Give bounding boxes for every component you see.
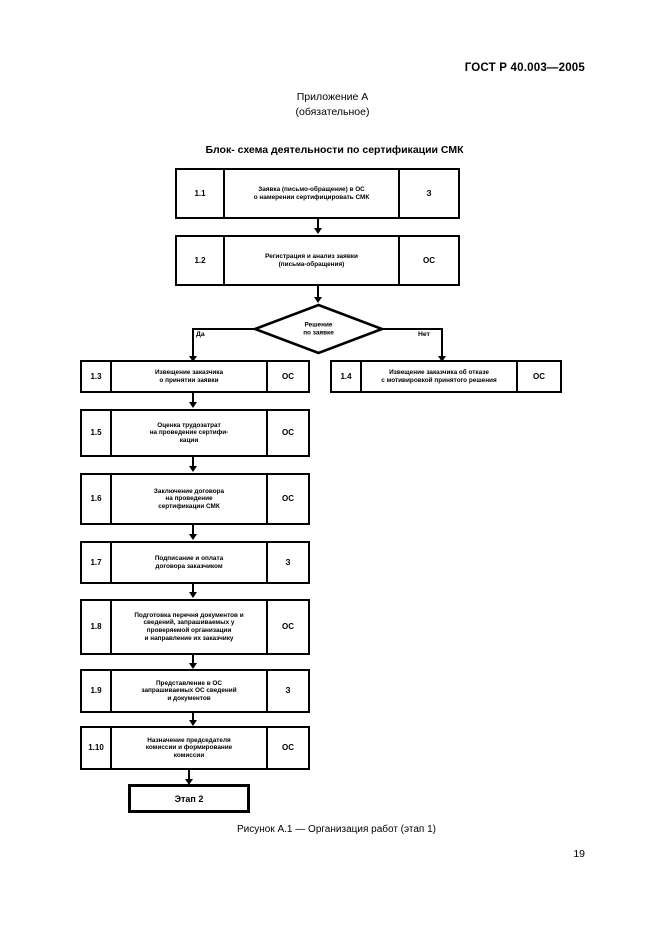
connector-1-9-to-1-10 xyxy=(192,713,194,723)
step-responsible: ОС xyxy=(266,362,308,391)
connector-1-1-to-1-2 xyxy=(317,219,319,231)
step-text-1-5: Оценка трудозатрат на проведение сертифи… xyxy=(149,421,229,444)
flow-box-1-8: 1.8 Подготовка перечня документов и свед… xyxy=(80,599,310,655)
appendix-heading: Приложение А (обязательное) xyxy=(0,90,661,120)
step-number: 1.10 xyxy=(82,728,112,768)
flow-box-1-7: 1.7 Подписание и оплата договора заказчи… xyxy=(80,541,310,584)
flow-terminal-stage-2: Этап 2 xyxy=(128,784,250,813)
connector-1-6-to-1-7 xyxy=(192,525,194,537)
page-number: 19 xyxy=(573,848,585,860)
arrowhead-1-9 xyxy=(189,663,197,669)
connector-1-8-to-1-9 xyxy=(192,655,194,666)
step-number: 1.4 xyxy=(332,362,362,391)
step-text-1-6: Заключение договора на проведение сертиф… xyxy=(153,487,225,510)
branch-no-horizontal xyxy=(382,328,443,330)
standard-header: ГОСТ Р 40.003—2005 xyxy=(464,62,585,74)
step-number: 1.1 xyxy=(177,170,225,217)
step-text-1-3: Извещение заказчика о принятии заявки xyxy=(154,368,224,384)
step-description: Подготовка перечня документов и сведений… xyxy=(112,601,266,653)
step-number: 1.6 xyxy=(82,475,112,523)
arrowhead-1-5 xyxy=(189,402,197,408)
flow-box-1-4: 1.4 Извещение заказчика об отказе с моти… xyxy=(330,360,562,393)
flow-box-1-6: 1.6 Заключение договора на проведение се… xyxy=(80,473,310,525)
step-text-1-8: Подготовка перечня документов и сведений… xyxy=(134,611,244,642)
branch-yes-horizontal xyxy=(192,328,255,330)
appendix-status: (обязательное) xyxy=(295,106,370,118)
arrowhead-1-2 xyxy=(314,228,322,234)
arrowhead-yes xyxy=(189,356,197,362)
branch-label-no: Нет xyxy=(418,331,430,338)
step-responsible: ОС xyxy=(516,362,560,391)
step-responsible: ОС xyxy=(266,728,308,768)
step-description: Регистрация и анализ заявки (письма-обра… xyxy=(225,237,398,284)
step-responsible: ОС xyxy=(398,237,458,284)
connector-1-5-to-1-6 xyxy=(192,457,194,469)
step-description: Подписание и оплата договора заказчиком xyxy=(112,543,266,582)
step-description: Оценка трудозатрат на проведение сертифи… xyxy=(112,411,266,455)
step-text-1-2: Регистрация и анализ заявки (письма-обра… xyxy=(265,252,358,268)
branch-label-yes: Да xyxy=(196,331,205,338)
connector-1-3-to-1-5 xyxy=(192,393,194,405)
step-number: 1.3 xyxy=(82,362,112,391)
decision-diamond: Решение по заявке xyxy=(253,303,384,355)
connector-1-7-to-1-8 xyxy=(192,584,194,595)
branch-no-vertical xyxy=(441,328,443,359)
step-number: 1.8 xyxy=(82,601,112,653)
step-responsible: З xyxy=(266,543,308,582)
step-number: 1.5 xyxy=(82,411,112,455)
step-description: Извещение заказчика об отказе с мотивиро… xyxy=(362,362,516,391)
step-description: Извещение заказчика о принятии заявки xyxy=(112,362,266,391)
step-description: Заключение договора на проведение сертиф… xyxy=(112,475,266,523)
step-number: 1.7 xyxy=(82,543,112,582)
step-number: 1.2 xyxy=(177,237,225,284)
appendix-title: Приложение А xyxy=(296,91,369,103)
terminal-label: Этап 2 xyxy=(174,793,204,804)
step-text-1-7: Подписание и оплата договора заказчиком xyxy=(154,554,224,570)
step-text-1-9: Представление в ОС запрашиваемых ОС свед… xyxy=(141,679,237,702)
step-responsible: ОС xyxy=(266,411,308,455)
step-responsible: ОС xyxy=(266,475,308,523)
arrowhead-terminal xyxy=(185,779,193,785)
flow-box-1-3: 1.3 Извещение заказчика о принятии заявк… xyxy=(80,360,310,393)
step-text-1-1: Заявка (письмо-обращение) в ОС о намерен… xyxy=(253,185,370,201)
arrowhead-decision xyxy=(314,297,322,303)
flow-box-1-2: 1.2 Регистрация и анализ заявки (письма-… xyxy=(175,235,460,286)
flow-box-1-9: 1.9 Представление в ОС запрашиваемых ОС … xyxy=(80,669,310,713)
connector-1-10-to-terminal xyxy=(188,770,190,782)
figure-caption: Рисунок А.1 — Организация работ (этап 1) xyxy=(236,824,437,835)
arrowhead-1-8 xyxy=(189,592,197,598)
flow-box-1-10: 1.10 Назначение председателя комиссии и … xyxy=(80,726,310,770)
arrowhead-1-6 xyxy=(189,466,197,472)
step-text-1-10: Назначение председателя комиссии и форми… xyxy=(145,736,233,759)
step-description: Представление в ОС запрашиваемых ОС свед… xyxy=(112,671,266,711)
connector-1-2-to-decision xyxy=(317,286,319,300)
arrowhead-no xyxy=(438,356,446,362)
step-text-1-4: Извещение заказчика об отказе с мотивиро… xyxy=(381,368,497,384)
step-description: Назначение председателя комиссии и форми… xyxy=(112,728,266,768)
arrowhead-1-10 xyxy=(189,720,197,726)
step-responsible: ОС xyxy=(266,601,308,653)
step-responsible: З xyxy=(266,671,308,711)
diamond-shape xyxy=(253,303,384,355)
step-number: 1.9 xyxy=(82,671,112,711)
scheme-title: Блок- схема деятельности по сертификации… xyxy=(205,144,464,156)
step-description: Заявка (письмо-обращение) в ОС о намерен… xyxy=(225,170,398,217)
branch-yes-vertical xyxy=(192,328,194,359)
arrowhead-1-7 xyxy=(189,534,197,540)
flow-box-1-1: 1.1 Заявка (письмо-обращение) в ОС о нам… xyxy=(175,168,460,219)
flow-box-1-5: 1.5 Оценка трудозатрат на проведение сер… xyxy=(80,409,310,457)
step-responsible: З xyxy=(398,170,458,217)
